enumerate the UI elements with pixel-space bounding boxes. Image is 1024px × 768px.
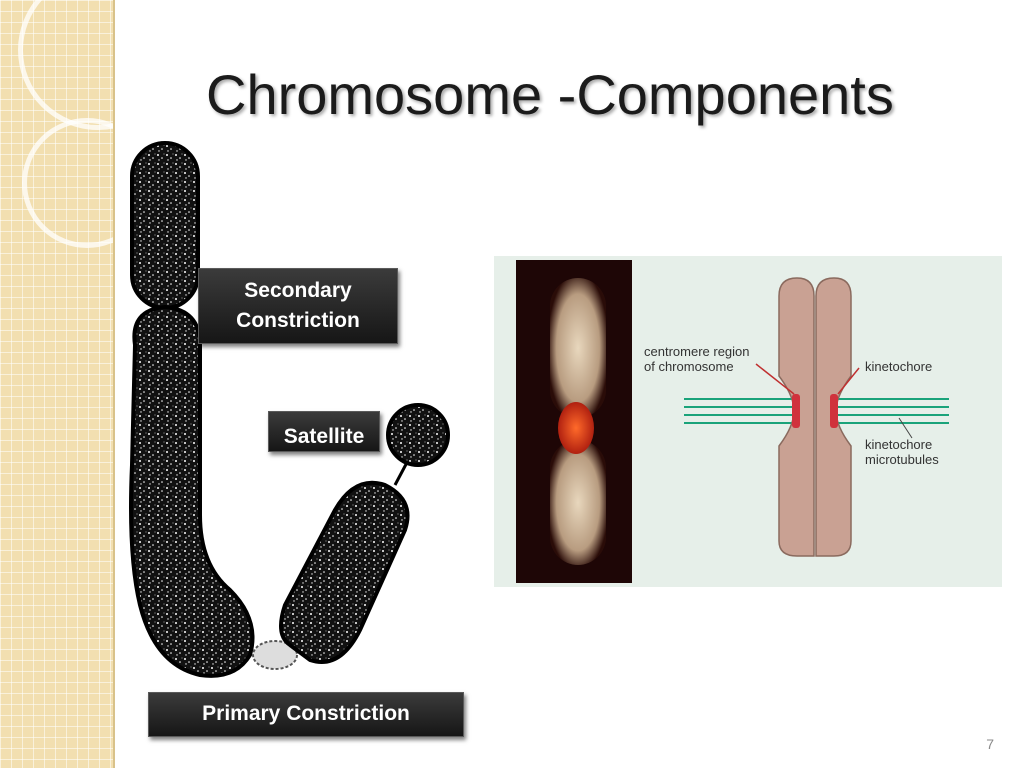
decorative-side-strip <box>0 0 115 768</box>
centromere-diagram <box>684 277 949 557</box>
centromere-region-label: centromere region of chromosome <box>644 344 750 374</box>
decorative-ring <box>18 0 113 130</box>
slide-title: Chromosome -Components <box>206 63 894 126</box>
microtubule-lines <box>684 398 949 424</box>
page-number: 7 <box>986 736 994 752</box>
kinetochore-label: kinetochore <box>865 359 933 374</box>
satellite-label: Satellite <box>268 411 380 452</box>
chromosome-short-arm <box>279 480 410 664</box>
left-kinetochore <box>792 394 800 428</box>
centromere-figure: centromere region of chromosome kinetoch… <box>494 256 1002 587</box>
satellite-knob <box>386 403 450 467</box>
right-kinetochore <box>830 394 838 428</box>
decorative-ring <box>22 118 113 248</box>
satellite-text: Satellite <box>283 425 365 448</box>
secondary-constriction-text: Secondary Constriction <box>236 278 360 332</box>
primary-constriction-label: Primary Constriction <box>148 692 464 737</box>
microtubule-pointer <box>898 417 913 439</box>
primary-constriction-blob <box>252 640 298 670</box>
chromosome-illustration <box>129 141 450 678</box>
kinetochore-pointer <box>837 367 860 395</box>
primary-constriction-text: Primary Constriction <box>202 702 410 726</box>
micrograph-chromosome <box>550 278 606 565</box>
centromere-pointer <box>755 363 795 395</box>
kinetochore-microtubules-label: kinetochore microtubules <box>865 437 939 467</box>
chromosome-long-arm <box>129 304 255 678</box>
chromosome-upper-segment <box>130 141 200 310</box>
secondary-constriction-label: Secondary Constriction <box>198 268 398 344</box>
micrograph-panel <box>516 260 632 583</box>
